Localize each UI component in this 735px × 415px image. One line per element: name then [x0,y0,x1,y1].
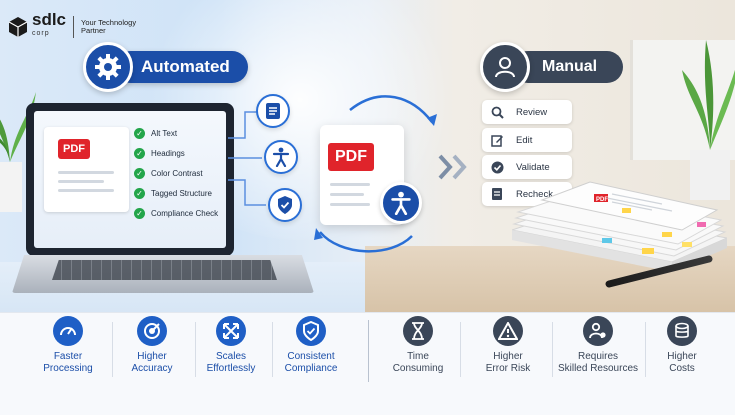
manual-step-edit: Edit [482,128,572,152]
brand-tagline: Your Technology Partner [81,18,137,35]
brand-logo[interactable]: sdlc corp Your Technology Partner [8,11,141,41]
pencil-icon [490,133,504,147]
pdf-badge [594,194,608,202]
pdf-document-thumb: PDF [44,127,129,212]
manual-header: Manual [480,42,624,92]
check-icon: ✓ [134,127,145,139]
document-icon [256,94,290,128]
manual-step-validate: Validate [482,155,572,179]
people-gear-icon [583,316,613,346]
manual-step-review: Review [482,100,572,124]
pdf-badge: PDF [58,139,90,159]
expand-icon [216,316,246,346]
accessibility-checklist: ✓Alt Text ✓Headings ✓Color Contrast ✓Tag… [134,123,218,223]
warning-icon [493,316,523,346]
accessibility-icon [380,182,422,224]
pdf-badge: PDF [328,143,374,171]
brand-name: sdlc corp [32,11,66,41]
checklist-item: ✓Color Contrast [134,163,218,183]
stack-pdf-label: PDF [596,197,608,203]
cube-logo-icon [8,17,28,37]
laptop-keyboard [52,260,277,280]
checklist-item: ✓Compliance Check [134,203,218,223]
check-icon: ✓ [134,147,145,159]
user-icon [495,57,515,78]
plant-right-icon [682,40,735,200]
speedometer-icon [53,316,83,346]
laptop-screen: PDF ✓Alt Text ✓Headings ✓Color Contrast … [26,103,234,256]
section-divider [368,320,369,382]
automated-header: Automated [83,42,248,92]
gear-icon [95,54,121,80]
shield-check-icon [268,188,302,222]
checklist-item: ✓Alt Text [134,123,218,143]
hero-scene: sdlc corp Your Technology Partner Auto [0,0,735,312]
accessibility-icon [264,140,298,174]
brand-sub: corp [32,30,50,37]
target-icon [137,316,167,346]
check-icon: ✓ [134,167,145,179]
window-frame [630,40,735,160]
magnifier-icon [490,105,504,119]
document-icon [490,187,504,201]
manual-badge [480,42,530,92]
check-icon [490,160,504,174]
check-icon: ✓ [134,207,145,219]
automated-badge [83,42,133,92]
connector-lines [228,95,437,253]
checklist-item: ✓Headings [134,143,218,163]
checklist-item: ✓Tagged Structure [134,183,218,203]
manual-label: Manual [512,51,624,83]
shield-check-icon [296,316,326,346]
hourglass-icon [403,316,433,346]
double-chevron-right-icon [438,154,467,180]
coins-icon [667,316,697,346]
paper-stack: PDF [510,180,729,272]
automated-label: Automated [115,51,248,83]
check-icon: ✓ [134,187,145,199]
